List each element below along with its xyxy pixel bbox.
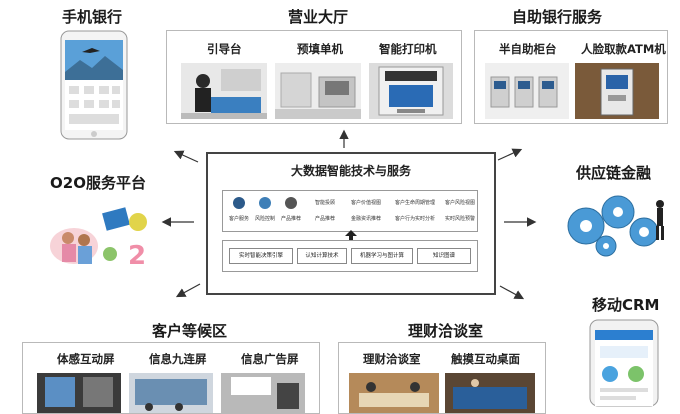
grid-cell: 实时风险预警 — [445, 216, 476, 222]
o2o-title: O2O服务平台 — [50, 174, 146, 192]
waiting-item-motion-screen: 体感互动屏 — [57, 352, 115, 366]
touch-desk-photo — [445, 373, 535, 413]
guide-desk-photo — [181, 63, 267, 119]
mobile-crm-phone-image — [588, 318, 660, 408]
supply-chain-gears-image — [556, 182, 672, 266]
mobile-bank-phone-image — [60, 30, 128, 140]
icon-label-product-recommend: 产品推荐 — [281, 216, 302, 222]
waiting-item-nine-screen: 信息九连屏 — [149, 352, 207, 366]
services-panel: 客户服务 风险控制 产品推荐 智能投顾 客户价值视图 客户生命周期管理 客户风险… — [222, 190, 478, 232]
lobby-title: 营业大厅 — [288, 8, 349, 26]
mobile-bank-title: 手机银行 — [62, 8, 123, 26]
lobby-item-prefill-machine: 预填单机 — [297, 42, 343, 56]
supply-chain-title: 供应链金融 — [576, 164, 652, 182]
prefill-machine-photo — [275, 63, 361, 119]
self-service-box: 半自助柜台 人脸取款ATM机 — [474, 30, 668, 124]
self-service-item-half-counter: 半自助柜台 — [499, 42, 557, 56]
risk-control-icon — [259, 197, 271, 209]
motion-screen-photo — [37, 373, 121, 413]
waiting-area-title: 客户等候区 — [152, 322, 228, 340]
tech-panel: 实时智能决策引擎 认知计算技术 机器学习与图计算 知识图谱 — [222, 240, 478, 272]
tech-item: 机器学习与图计算 — [351, 248, 413, 264]
grid-cell: 客户风险视图 — [445, 200, 476, 206]
grid-cell: 客户生命周期管理 — [395, 200, 436, 206]
product-recommend-icon — [285, 197, 297, 209]
self-service-title: 自助银行服务 — [512, 8, 603, 26]
svg-text:2: 2 — [128, 241, 146, 271]
self-service-item-face-atm: 人脸取款ATM机 — [581, 42, 666, 56]
wealth-room-box: 理财洽谈室 触摸互动桌面 — [338, 342, 546, 414]
waiting-area-box: 体感互动屏 信息九连屏 信息广告屏 — [22, 342, 320, 414]
big-data-center-box: 大数据智能技术与服务 客户服务 风险控制 产品推荐 智能投顾 客户价值视图 客户… — [206, 152, 496, 295]
up-arrow-icon — [345, 230, 357, 240]
wealth-item-room: 理财洽谈室 — [363, 352, 421, 366]
tech-item: 实时智能决策引擎 — [229, 248, 293, 264]
icon-label-customer-service: 客户服务 — [229, 216, 250, 222]
face-atm-photo — [575, 63, 659, 119]
wealth-room-photo — [349, 373, 439, 413]
lobby-box: 引导台 预填单机 智能打印机 — [166, 30, 462, 124]
big-data-center-title: 大数据智能技术与服务 — [290, 164, 411, 178]
nine-screen-photo — [129, 373, 213, 413]
wealth-room-title: 理财洽谈室 — [408, 322, 484, 340]
smart-printer-photo — [369, 63, 453, 119]
tech-item: 认知计算技术 — [297, 248, 347, 264]
waiting-item-ad-screen: 信息广告屏 — [241, 352, 299, 366]
grid-cell: 客户行为实时分析 — [395, 216, 436, 222]
lobby-item-smart-printer: 智能打印机 — [379, 42, 437, 56]
icon-label-risk-control: 风险控制 — [255, 216, 276, 222]
ad-screen-photo — [221, 373, 305, 413]
wealth-item-touch-desk: 触摸互动桌面 — [451, 352, 520, 366]
grid-cell: 智能投顾 — [315, 200, 336, 206]
grid-cell: 产品推荐 — [315, 216, 336, 222]
o2o-platform-image: 2 — [44, 196, 156, 274]
tech-item: 知识图谱 — [417, 248, 471, 264]
lobby-item-guide-desk: 引导台 — [207, 42, 242, 56]
customer-service-icon — [233, 197, 245, 209]
mobile-crm-title: 移动CRM — [592, 296, 660, 314]
half-counter-photo — [485, 63, 569, 119]
grid-cell: 客户价值视图 — [351, 200, 382, 206]
grid-cell: 金融资讯推荐 — [351, 216, 382, 222]
